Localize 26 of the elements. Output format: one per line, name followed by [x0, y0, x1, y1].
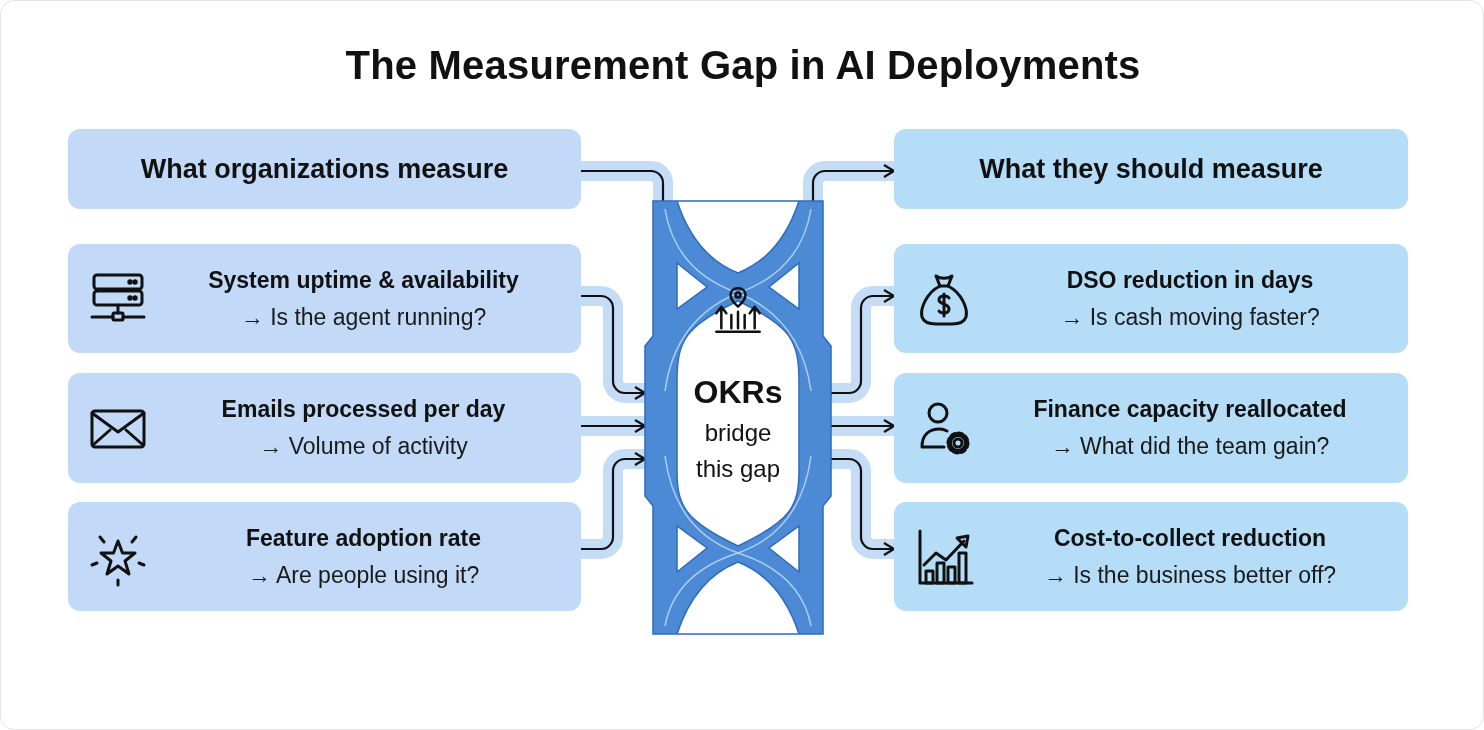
metric-name: Finance capacity reallocated	[1032, 395, 1348, 424]
metric-name: Emails processed per day	[220, 395, 507, 424]
metric-name: DSO reduction in days	[1065, 265, 1315, 295]
diagram-title: The Measurement Gap in AI Deployments	[344, 43, 1142, 88]
header-banner	[68, 129, 581, 209]
bridge-title: OKRs	[692, 373, 784, 411]
column-heading: What organizations measure	[139, 152, 510, 186]
metric-question: → Are people using it?	[246, 560, 481, 590]
column-heading: What they should measure	[978, 152, 1324, 186]
header-banner	[894, 129, 1408, 209]
metric-card	[68, 373, 581, 483]
bridge-text: bridge this gap	[694, 418, 782, 484]
metric-card	[894, 373, 1408, 483]
metric-question: → What did the team gain?	[1049, 432, 1331, 461]
metric-question: → Volume of activity	[258, 432, 469, 461]
metric-name: System uptime & availability	[207, 265, 520, 295]
metric-name: Feature adoption rate	[244, 523, 483, 553]
metric-question: → Is the agent running?	[239, 302, 488, 332]
metric-card	[68, 244, 581, 353]
arrow	[811, 163, 896, 201]
metric-card	[68, 502, 581, 611]
metric-question: → Is the business better off?	[1042, 560, 1338, 590]
metric-card	[894, 244, 1408, 353]
metric-card	[894, 502, 1408, 611]
metric-question: → Is cash moving faster?	[1059, 302, 1321, 332]
metric-name: Cost-to-collect reduction	[1052, 523, 1328, 553]
